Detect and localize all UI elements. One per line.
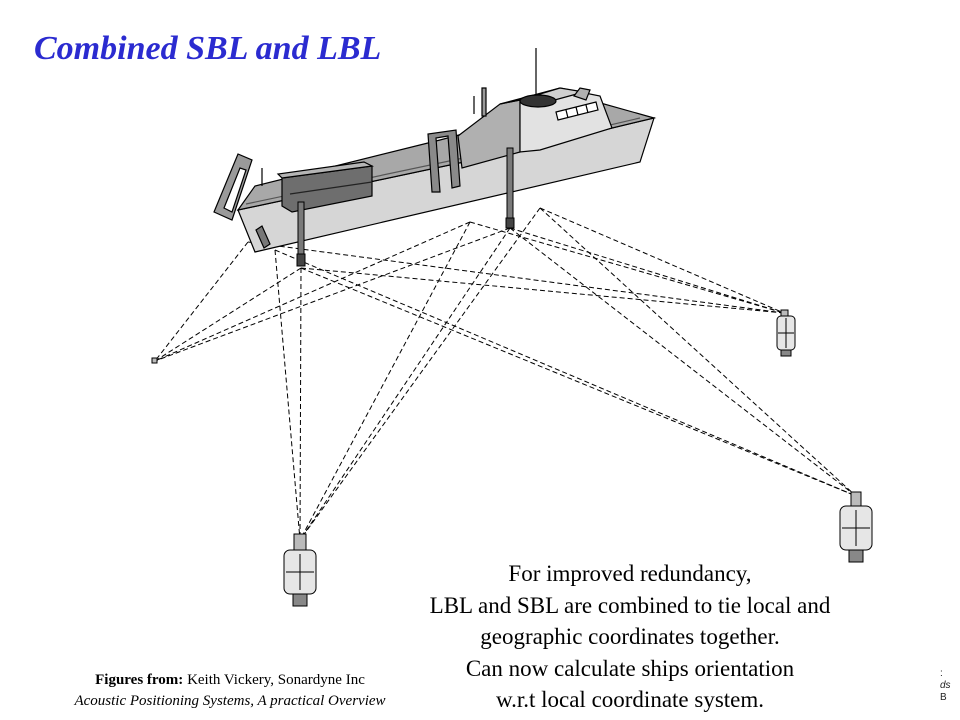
credit-author: Keith Vickery, Sonardyne Inc: [183, 672, 365, 688]
caption-line: geographic coordinates together.: [480, 624, 780, 649]
acoustic-ray-lines: [154, 207, 857, 541]
transponder-right: [776, 309, 796, 357]
caption-text: For improved redundancy, LBL and SBL are…: [380, 558, 880, 716]
transponder-bottom-right: [839, 491, 873, 563]
figure-credit: Figures from: Keith Vickery, Sonardyne I…: [30, 672, 430, 710]
credit-label: Figures from:: [95, 672, 184, 688]
transponder-bottom-left: [283, 533, 317, 607]
corner-fragment: :: [940, 668, 943, 679]
credit-source: Acoustic Positioning Systems, A practica…: [74, 693, 386, 709]
ship-transducers: [296, 147, 515, 267]
survey-vessel: [213, 48, 657, 253]
corner-fragment: B: [940, 692, 947, 703]
corner-fragment: ds: [940, 680, 951, 691]
caption-line: For improved redundancy,: [508, 561, 752, 586]
corner-text-fragments: : ds B: [940, 668, 960, 704]
transponder-far-left: [151, 357, 158, 364]
caption-line: Can now calculate ships orientation: [465, 655, 795, 681]
slide-title: Combined SBL and LBL: [34, 30, 382, 67]
caption-line: LBL and SBL are combined to tie local an…: [429, 592, 831, 618]
caption-line: w.r.t local coordinate system.: [495, 687, 765, 712]
